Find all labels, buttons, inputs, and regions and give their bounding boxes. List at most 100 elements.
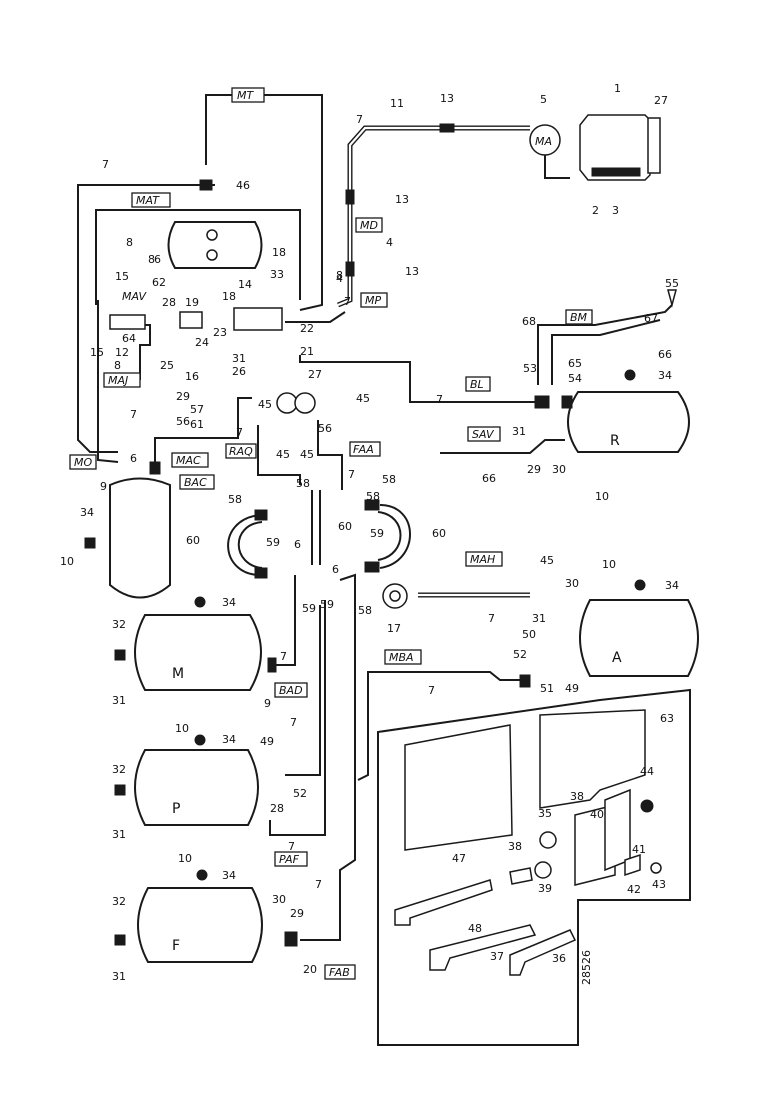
part-num: 59 [266, 536, 280, 549]
part-num: 47 [452, 852, 466, 865]
motor-base [591, 167, 641, 177]
part-num: 28 [270, 802, 284, 815]
part-num: 8 [114, 359, 121, 372]
part-num: 40 [590, 808, 604, 821]
pipe-bm [537, 304, 673, 385]
part-num: 58 [358, 604, 372, 617]
pipe-mat-loop [95, 209, 301, 305]
part-num: 59 [320, 598, 334, 611]
tag-sav-box [467, 426, 501, 442]
part-num: 49 [260, 735, 274, 748]
valve-34-r [624, 369, 636, 381]
tag-bac: BAC [184, 476, 207, 489]
part-num: 36 [552, 952, 566, 965]
part-num: 63 [660, 712, 674, 725]
part-num: 56 [318, 422, 332, 435]
tank-18 [167, 221, 263, 269]
part-num: 59 [302, 602, 316, 615]
fitting-59d [364, 561, 380, 573]
pipe-lines [77, 94, 673, 941]
tag-mt-box [231, 87, 265, 103]
part-num: 34 [222, 596, 236, 609]
part-35 [539, 831, 557, 849]
part-num: 27 [308, 368, 322, 381]
part-num: 34 [665, 579, 679, 592]
part-num: 11 [390, 97, 404, 110]
component-17-core [389, 590, 401, 602]
part-num: 34 [222, 869, 236, 882]
pipe-mac [154, 397, 252, 470]
gauge-27-right [294, 392, 316, 414]
tag-raq: RAQ [229, 445, 253, 458]
motor-unit [579, 114, 651, 181]
pipe-paf [269, 600, 326, 836]
pipe-bad [275, 575, 296, 666]
hose-60-left-in [237, 521, 263, 569]
part-num: 30 [272, 893, 286, 906]
valve-block-64 [109, 314, 146, 330]
part-num: 4 [336, 272, 343, 285]
valve-block-16 [179, 311, 203, 329]
gauge-27-left [276, 392, 298, 414]
part-num: 52 [513, 648, 527, 661]
part-num: 34 [222, 733, 236, 746]
part-num: 58 [296, 477, 310, 490]
tag-mat-box [131, 192, 171, 208]
fitting-59c [364, 499, 380, 511]
tank-m [134, 614, 262, 691]
components: MA [84, 114, 677, 947]
pipe-bm-2 [551, 319, 661, 385]
part-num: 5 [540, 93, 547, 106]
tag-mat: MAT [136, 194, 160, 207]
part-num: 30 [565, 577, 579, 590]
part-num: 65 [568, 357, 582, 370]
detail-frame [377, 688, 691, 1046]
part-42 [624, 853, 641, 877]
part-num: 58 [366, 490, 380, 503]
tag-mav: MAV [122, 290, 147, 303]
pipe-ma-outer [337, 125, 530, 308]
tag-mah: MAH [470, 553, 495, 566]
part-num: 52 [293, 787, 307, 800]
part-num: 44 [640, 765, 654, 778]
bracket-48 [394, 879, 493, 926]
fitting-mba [519, 674, 531, 688]
part-num: 8 [148, 253, 155, 266]
part-num: 7 [356, 113, 363, 126]
part-num: 50 [522, 628, 536, 641]
valve-34-a [634, 579, 646, 591]
tag-bl-box [465, 376, 491, 392]
pipe-sav [440, 439, 565, 454]
tag-fab-box [324, 964, 356, 980]
part-num: 31 [532, 612, 546, 625]
part-num: 64 [122, 332, 136, 345]
part-num: 24 [195, 336, 209, 349]
fitting-59a [254, 509, 268, 521]
tank-a [579, 599, 699, 677]
part-num: 34 [658, 369, 672, 382]
pipe-faa [317, 420, 343, 490]
part-num: 2 [592, 204, 599, 217]
tank-f-letter: F [172, 938, 180, 954]
part-num: 29 [290, 907, 304, 920]
tag-mac: MAC [176, 454, 201, 467]
part-num: 39 [538, 882, 552, 895]
part-num: 26 [232, 365, 246, 378]
pipe-raq [257, 425, 301, 485]
part-num: 61 [190, 418, 204, 431]
part-num: 7 [436, 393, 443, 406]
part-num: 60 [186, 534, 200, 547]
tank-p [134, 749, 259, 826]
part-num: 55 [665, 277, 679, 290]
tag-mo-box [69, 454, 97, 470]
part-num: 53 [523, 362, 537, 375]
part-num: 7 [488, 612, 495, 625]
tag-bl: BL [470, 378, 484, 391]
part-num: 8 [336, 269, 343, 282]
part-num: 66 [482, 472, 496, 485]
tank-m-letter: M [172, 666, 184, 682]
tag-mp: MP [365, 294, 381, 307]
part-num: 60 [338, 520, 352, 533]
